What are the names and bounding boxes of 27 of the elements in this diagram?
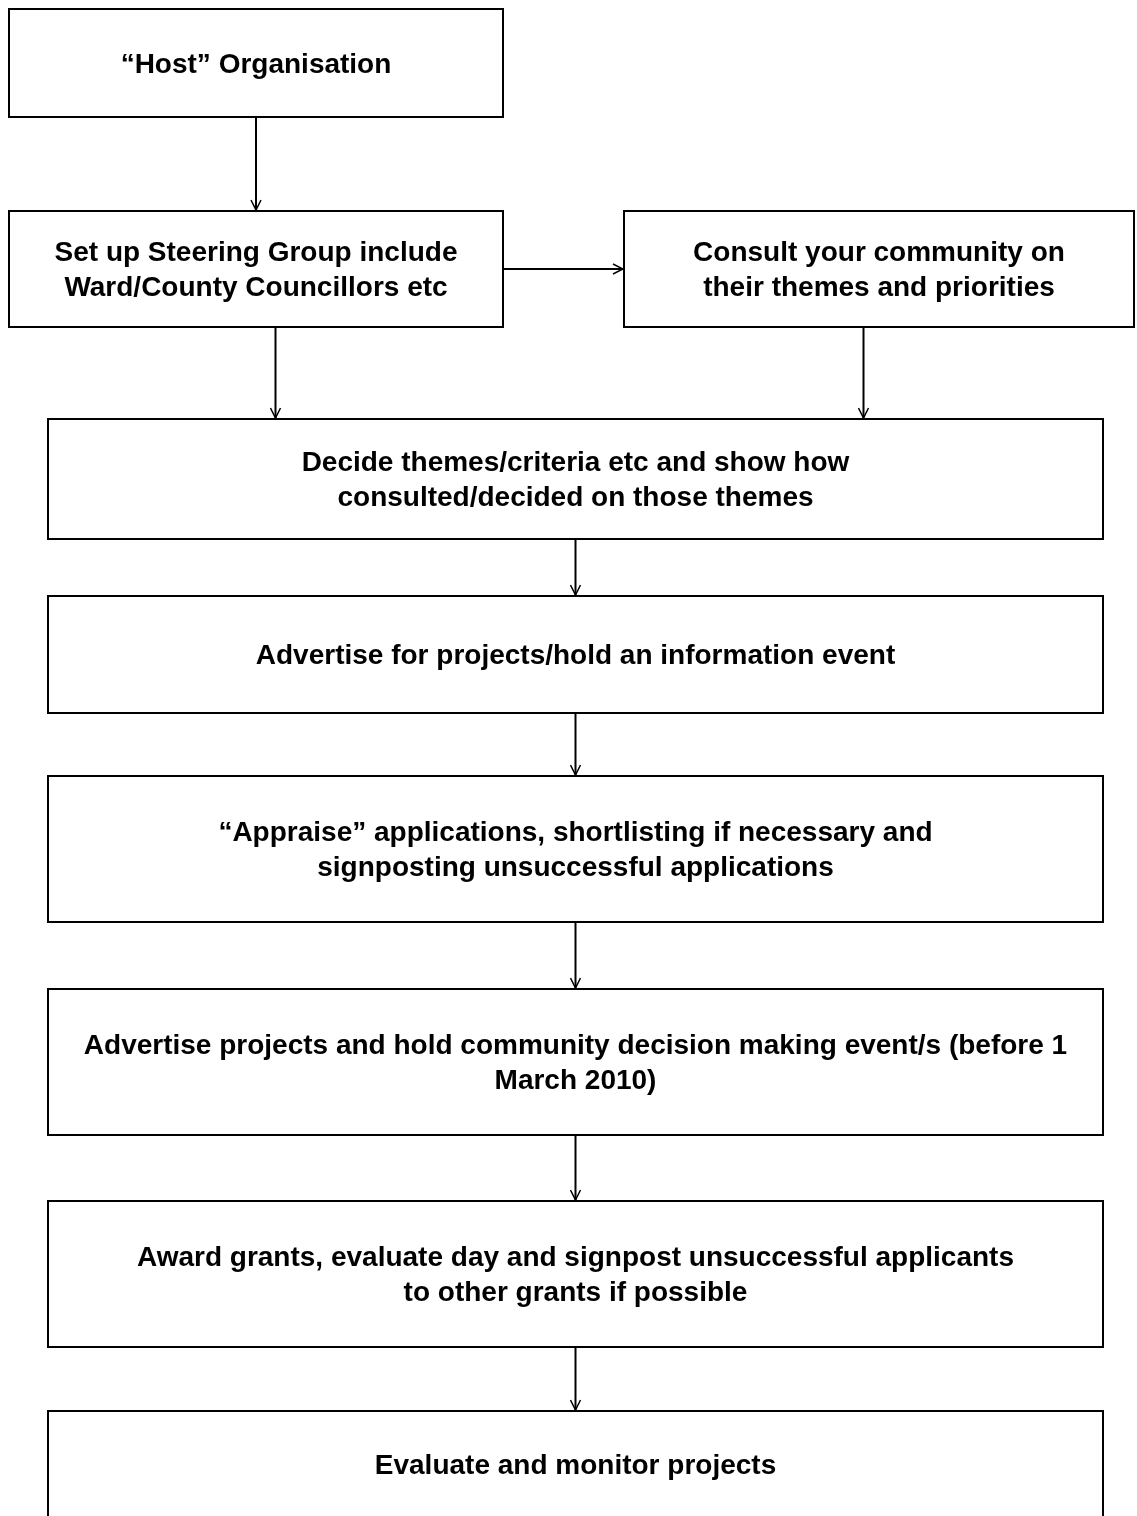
step-text: Advertise projects and hold community decision making event/s (before 1 March 2010) [82, 1028, 1069, 1097]
process-box [47, 595, 1104, 714]
step-text: “Host” Organisation [120, 46, 392, 81]
arrow [569, 1135, 582, 1201]
arrow [250, 117, 262, 211]
process-box [8, 210, 504, 328]
arrow [569, 922, 582, 989]
process-box [47, 1200, 1104, 1348]
process-box [8, 8, 504, 118]
arrow [569, 1347, 582, 1411]
arrow [857, 327, 870, 419]
process-box [47, 418, 1104, 540]
process-box [623, 210, 1135, 328]
arrow [569, 713, 582, 776]
step-text: Award grants, evaluate day and signpost unsuccessful applicants to other grants if possible [135, 1240, 1016, 1309]
step-text: Consult your community on their themes and priorities [692, 235, 1066, 304]
process-box [47, 988, 1104, 1136]
arrow [503, 263, 624, 275]
arrow [269, 327, 282, 419]
process-box [47, 1410, 1104, 1516]
step-text: Evaluate and monitor projects [374, 1447, 777, 1482]
step-text: Set up Steering Group include Ward/County Councillors etc [53, 235, 459, 304]
arrow [569, 539, 582, 596]
step-text: “Appraise” applications, shortlisting if necessary and signposting unsuccessful applications [217, 815, 934, 884]
process-box [47, 775, 1104, 923]
step-text: Decide themes/criteria etc and show how consulted/decided on those themes [300, 445, 851, 514]
step-text: Advertise for projects/hold an information event [255, 638, 896, 672]
